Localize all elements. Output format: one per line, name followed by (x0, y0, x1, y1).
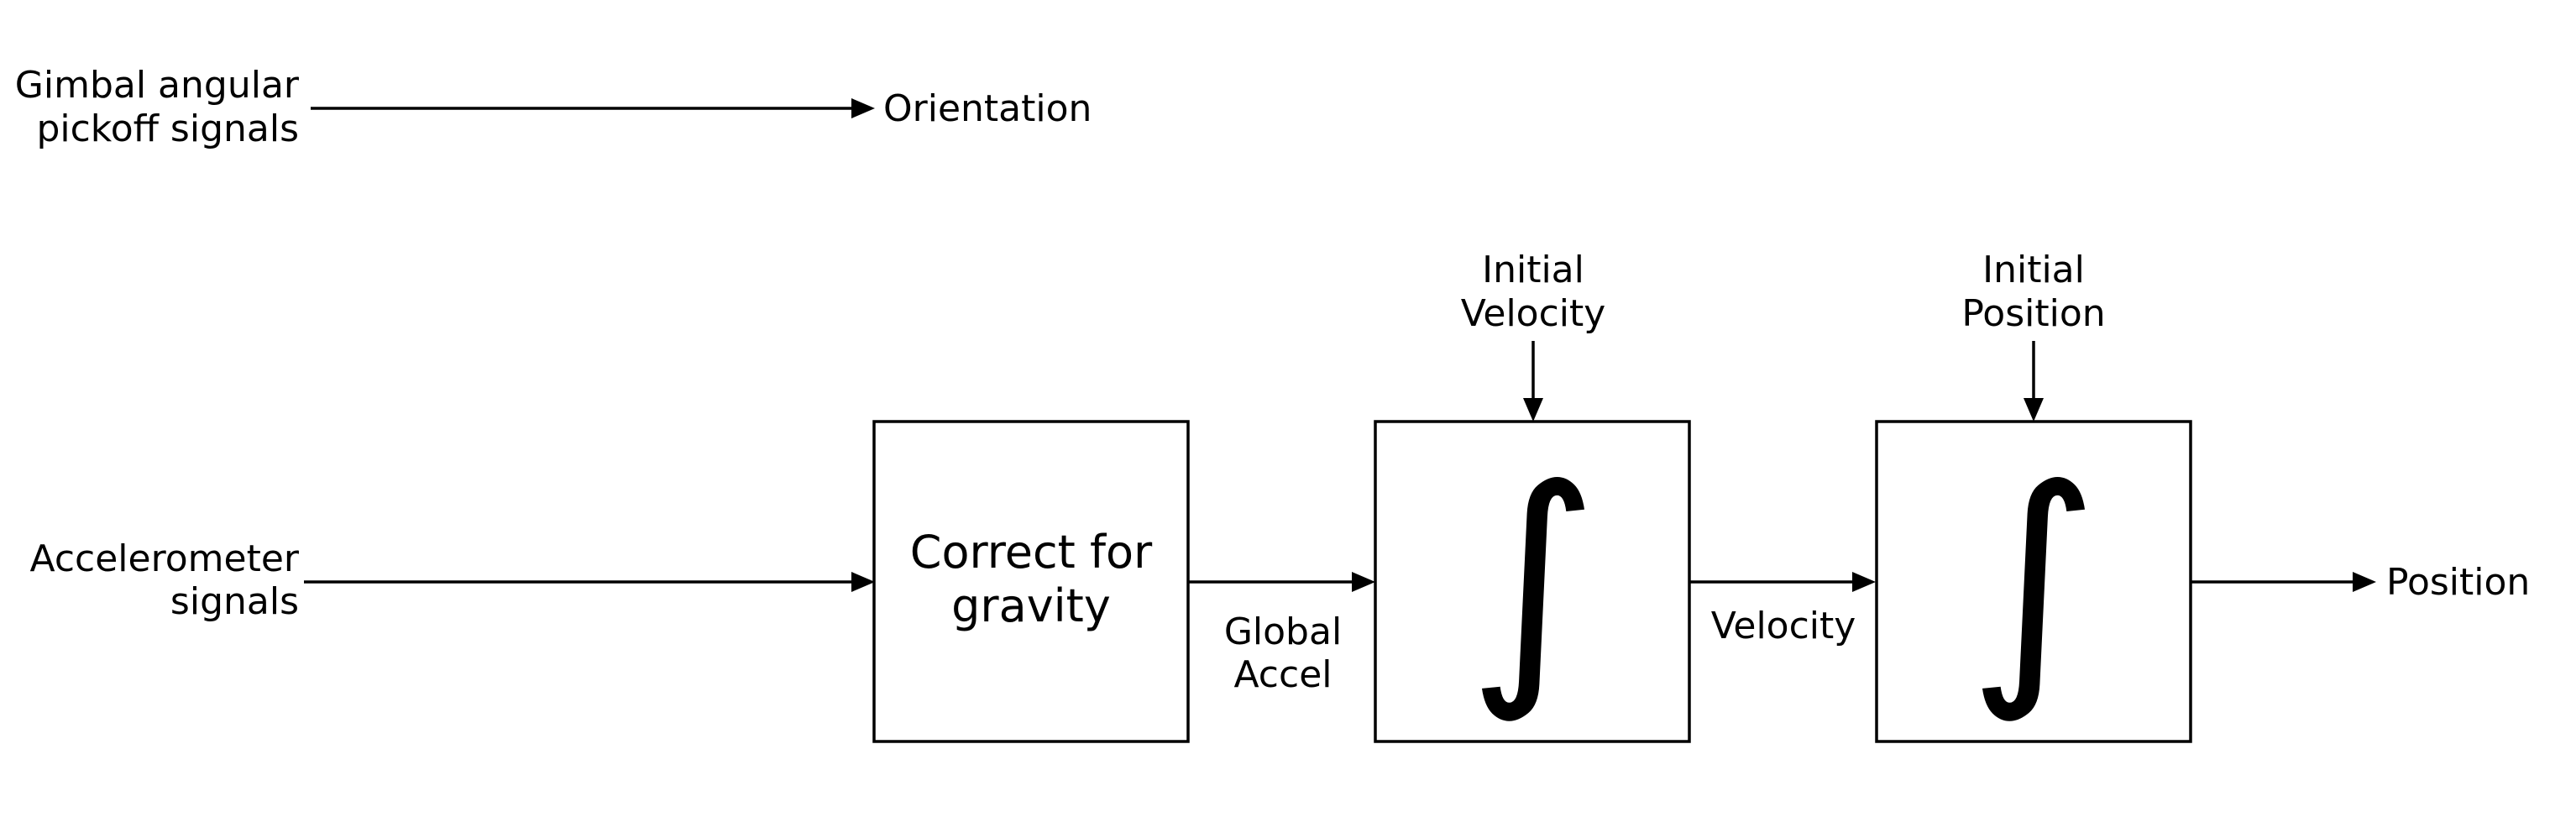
initial-position-arrow (2024, 341, 2044, 422)
position-integral-icon: ∫ (1968, 434, 2099, 727)
velocity-signal-label: Velocity (1711, 605, 1856, 647)
accelerometer-input-label-line2: signals (170, 580, 299, 623)
initial-position-label-line1: Initial (1982, 249, 2085, 291)
global-accel-label-line2: Accel (1233, 653, 1332, 696)
initial-velocity-label-line1: Initial (1482, 249, 1584, 291)
velocity-to-position-integrator-arrow (1689, 572, 1876, 592)
position-output-arrow (2191, 572, 2376, 592)
global-accel-label-line1: Global (1224, 610, 1342, 653)
gravity-to-velocity-integrator-arrow (1188, 572, 1375, 592)
gimbal-input-label-line1: Gimbal angular (15, 64, 300, 107)
gravity-correction-block: Correct for gravity (872, 420, 1190, 743)
velocity-integrator-block: ∫ (1374, 420, 1691, 743)
gimbal-to-orientation-arrow (311, 98, 875, 118)
position-integrator-block: ∫ (1875, 420, 2192, 743)
initial-position-label-line2: Position (1961, 292, 2105, 335)
accelerometer-to-gravity-arrow (304, 572, 875, 592)
initial-velocity-arrow (1523, 341, 1543, 422)
gravity-block-label-line2: gravity (951, 579, 1111, 632)
orientation-output-label: Orientation (883, 87, 1092, 130)
gimbal-input-label-line2: pickoff signals (36, 107, 299, 150)
velocity-integral-icon: ∫ (1468, 434, 1599, 727)
initial-velocity-label-line2: Velocity (1461, 292, 1606, 335)
position-output-label: Position (2386, 561, 2530, 604)
gravity-block-label-line1: Correct for (910, 526, 1153, 579)
accelerometer-input-label-line1: Accelerometer (30, 537, 300, 580)
